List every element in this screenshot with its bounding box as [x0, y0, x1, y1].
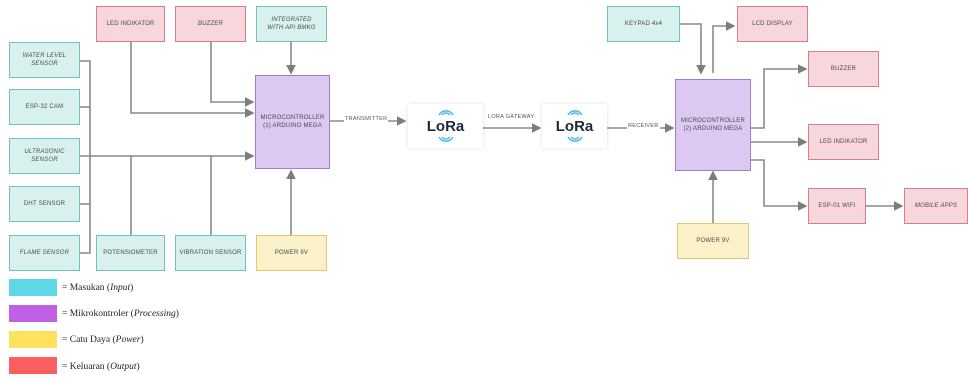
legend-text-input: = Masukan (Input): [62, 283, 134, 293]
buzzer-node-1: BUZZER: [175, 6, 246, 42]
lora-gateway-label: LORA GATEWAY: [487, 114, 536, 120]
wireless-icon: [566, 136, 583, 142]
power-9v-node-1: POWER 9V: [256, 235, 327, 271]
microcontroller-1-node: MICROCONTROLLER (1) ARDUINO MEGA: [255, 75, 330, 169]
mobile-apps-node: MOBILE APPS: [904, 188, 968, 224]
led-indikator-label-1: LED INDIKATOR: [106, 20, 155, 27]
esp32-cam-node: ESP-32 CAM: [9, 89, 80, 125]
legend-text-output: = Keluaran (Output): [62, 362, 140, 372]
keypad-label: KEYPAD 4x4: [624, 20, 663, 27]
legend-text-processing: = Mikrokontroler (Processing): [62, 309, 179, 319]
water-level-sensor-node: WATER LEVEL SENSOR: [9, 42, 80, 78]
dht-sensor-node: DHT SENSOR: [9, 186, 80, 222]
led-indikator-node-1: LED INDIKATOR: [96, 6, 165, 42]
legend-swatch-processing: [9, 305, 57, 322]
power-9v-node-2: POWER 9V: [677, 223, 749, 259]
esp32-cam-label: ESP-32 CAM: [25, 103, 64, 110]
legend-swatch-power: [9, 331, 57, 348]
flame-sensor-label: FLAME SENSOR: [19, 249, 70, 256]
legend-swatch-input: [9, 279, 57, 296]
lora-module-1: LoRa: [408, 104, 483, 148]
led-indikator-label-2: LED INDIKATOR: [819, 138, 868, 145]
keypad-node: KEYPAD 4x4: [607, 6, 680, 42]
microcontroller-1-label: MICROCONTROLLER (1) ARDUINO MEGA: [260, 114, 325, 129]
led-indikator-node-2: LED INDIKATOR: [808, 124, 879, 160]
receiver-label: RECEIVER: [627, 123, 660, 129]
transmitter-label: TRANSMITTER: [344, 116, 389, 122]
esp01-wifi-label: ESP-01 WIFI: [818, 202, 856, 209]
water-level-sensor-label: WATER LEVEL SENSOR: [22, 52, 67, 67]
buzzer-node-2: BUZZER: [808, 51, 879, 87]
esp01-wifi-node: ESP-01 WIFI: [808, 188, 866, 224]
potensiometer-label: POTENSIOMETER: [103, 249, 158, 256]
buzzer-label-1: BUZZER: [197, 20, 224, 27]
lcd-display-node: LCD DISPLAY: [737, 6, 808, 42]
lora-module-2: LoRa: [542, 104, 607, 148]
lora-logo-1: LoRa: [426, 117, 465, 135]
vibration-sensor-node: VIBRATION SENSOR: [175, 235, 246, 271]
lora-logo-2: LoRa: [555, 117, 594, 135]
buzzer-label-2: BUZZER: [830, 65, 857, 72]
api-bmkg-label: INTEGRATED WITH API BMKG: [267, 16, 316, 31]
legend-text-power: = Catu Daya (Power): [62, 335, 144, 345]
wireless-icon: [437, 136, 454, 142]
wireless-icon: [566, 110, 583, 116]
ultrasonic-sensor-label: ULTRASONIC SENSOR: [24, 148, 65, 163]
lcd-display-label: LCD DISPLAY: [752, 20, 793, 27]
legend-swatch-output: [9, 357, 57, 374]
power-9v-label-2: POWER 9V: [696, 237, 730, 244]
wireless-icon: [437, 110, 454, 116]
microcontroller-2-label: MICROCONTROLLER (2) ARDUINO MEGA: [680, 117, 745, 132]
vibration-sensor-label: VIBRATION SENSOR: [179, 249, 242, 256]
microcontroller-2-node: MICROCONTROLLER (2) ARDUINO MEGA: [675, 79, 751, 171]
mobile-apps-label: MOBILE APPS: [914, 202, 958, 209]
dht-sensor-label: DHT SENSOR: [23, 200, 66, 207]
power-9v-label-1: POWER 9V: [274, 249, 309, 256]
ultrasonic-sensor-node: ULTRASONIC SENSOR: [9, 138, 80, 174]
flame-sensor-node: FLAME SENSOR: [9, 235, 80, 271]
potensiometer-node: POTENSIOMETER: [96, 235, 165, 271]
api-bmkg-node: INTEGRATED WITH API BMKG: [256, 6, 327, 42]
